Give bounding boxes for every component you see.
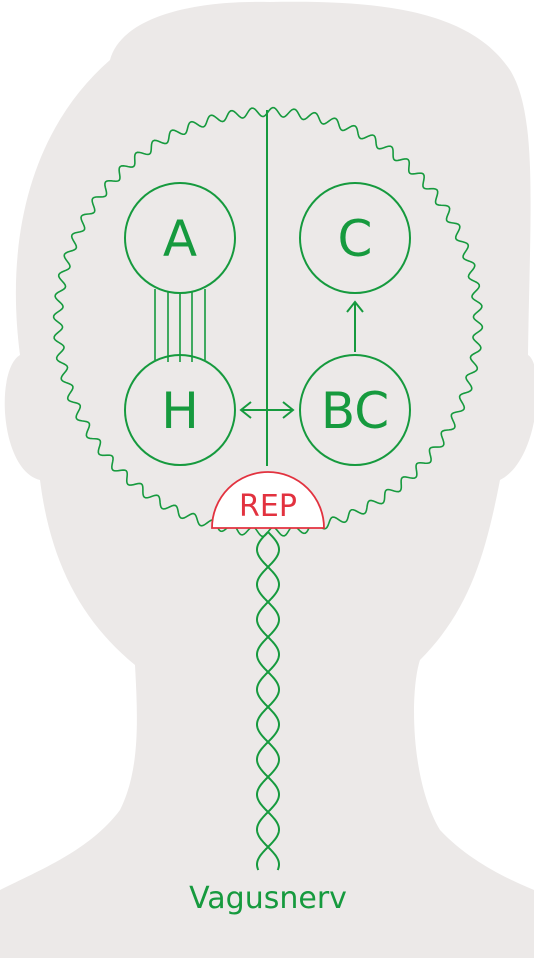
node-h-label: H — [161, 382, 199, 440]
node-h: H — [124, 354, 236, 466]
node-a-label: A — [163, 210, 197, 268]
a-h-connection — [154, 289, 206, 362]
node-c: C — [299, 182, 411, 294]
node-c-label: C — [338, 210, 373, 268]
node-a: A — [124, 182, 236, 294]
bc-to-c-arrow — [346, 300, 364, 352]
node-bc-label: BC — [321, 382, 389, 440]
rep-node: REP — [211, 471, 325, 529]
rep-label: REP — [239, 489, 297, 524]
vagus-nerve — [255, 531, 281, 871]
h-bc-double-arrow — [239, 401, 295, 419]
brain-outline — [52, 106, 484, 538]
node-bc: BC — [299, 354, 411, 466]
vagus-nerve-label: Vagusnerv — [189, 881, 347, 916]
